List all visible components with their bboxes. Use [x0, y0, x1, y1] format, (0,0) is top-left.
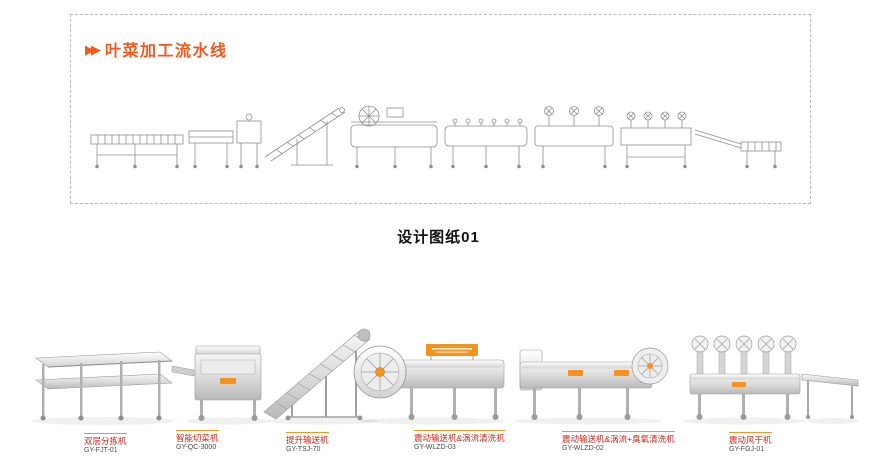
line-drawing-schematic [85, 95, 797, 195]
machine-model: GY-QC-3000 [176, 443, 217, 451]
machine-name: 震动风干机 [729, 435, 772, 445]
title-arrow-icon: ▶▶ [85, 41, 101, 57]
drawing-caption: 设计图纸01 [397, 229, 480, 246]
page-title: 叶菜加工流水线 [105, 43, 228, 60]
schematic-graphic [90, 105, 782, 169]
machine-name: 双层分拣机 [84, 436, 127, 446]
design-drawing-panel: ▶▶ 叶菜加工流水线 [70, 14, 811, 204]
machine-model: GY-WLZD-02 [562, 444, 604, 452]
air-dryer-graphic [682, 335, 806, 425]
exit-conveyor-graphic [801, 373, 859, 424]
machine-label-elevator: 提升输送机 GY-TSJ-70 [286, 432, 329, 454]
equipment-render [28, 320, 860, 430]
machine-model: GY-FJT-01 [84, 446, 118, 454]
machine-model: GY-WLZD-03 [414, 443, 456, 451]
machine-label-vortex-washer: 震动输送机&涡流清洗机 GY-WLZD-03 [414, 430, 505, 452]
elevator-graphic [263, 328, 378, 425]
sorter-graphic [31, 351, 195, 425]
machine-name: 震动输送机&涡流清洗机 [414, 433, 505, 443]
section-title: ▶▶ 叶菜加工流水线 [85, 37, 228, 61]
machine-name: 提升输送机 [286, 435, 329, 445]
machine-model: GY-TSJ-70 [286, 445, 321, 453]
machine-label-cutter: 智能切菜机 GY-QC-3000 [176, 430, 219, 452]
machine-label-sorter: 双层分拣机 GY-FJT-01 [84, 433, 127, 455]
ozone-washer-graphic [513, 347, 669, 425]
vortex-washer-graphic [353, 344, 505, 425]
machine-label-dryer: 震动风干机 GY-FGJ-01 [729, 432, 772, 454]
machine-label-ozone-washer: 震动输送机&涡流+臭氧清洗机 GY-WLZD-02 [562, 431, 675, 453]
cutter-graphic [186, 345, 270, 425]
machine-model: GY-FGJ-01 [729, 445, 765, 453]
machine-name: 震动输送机&涡流+臭氧清洗机 [562, 434, 675, 444]
machine-name: 智能切菜机 [176, 433, 219, 443]
